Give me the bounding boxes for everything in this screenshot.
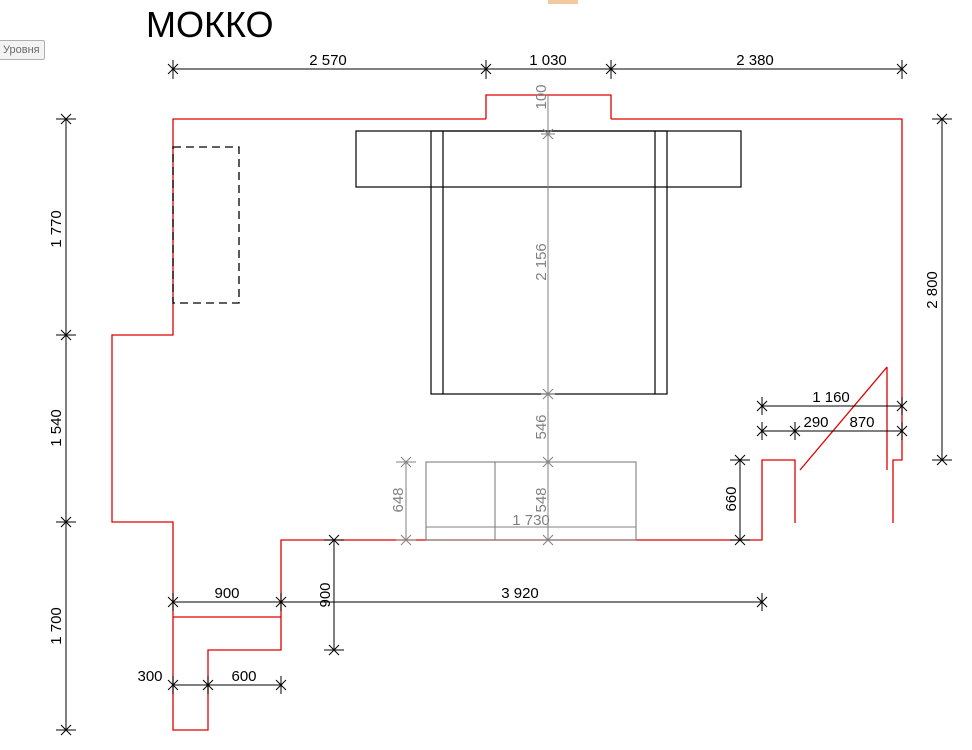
label-cabinet-height: 648 [390, 487, 407, 512]
label-tail-a: 300 [137, 668, 162, 685]
label-window-part-a: 290 [803, 414, 828, 431]
secondary-dimensions [396, 95, 637, 546]
label-window-width: 1 160 [812, 389, 850, 406]
main-wall-outline [111, 118, 796, 731]
dimensions [56, 60, 952, 736]
plan-title: МОККО [146, 4, 274, 45]
room-walls [111, 94, 903, 731]
top-right-wall [611, 118, 903, 523]
label-cabinet-depth: 548 [533, 487, 550, 512]
label-bottom-vertical: 900 [317, 582, 334, 607]
label-bottom-left: 900 [214, 585, 239, 602]
levels-button[interactable]: Уровня [0, 40, 45, 60]
label-window-part-b: 870 [849, 414, 874, 431]
label-bed-length: 2 156 [533, 243, 550, 281]
label-right-total: 2 800 [924, 271, 941, 309]
label-niche-depth: 100 [533, 84, 550, 109]
label-left-3: 1 700 [48, 607, 65, 645]
dimension-labels: 2 570 1 030 2 380 1 770 1 540 1 700 2 80… [48, 52, 941, 685]
label-bed-to-cabinet: 546 [533, 414, 550, 439]
label-left-2: 1 540 [48, 409, 65, 447]
label-cabinet-width: 1 730 [512, 512, 550, 529]
label-tail-b: 600 [231, 668, 256, 685]
label-top-3: 2 380 [736, 52, 774, 69]
label-top-1: 2 570 [309, 52, 347, 69]
wardrobe-outline [172, 146, 240, 304]
label-top-2: 1 030 [529, 52, 567, 69]
top-edge-marker [548, 0, 578, 4]
window-diagonal [799, 366, 888, 471]
label-step-height: 660 [723, 486, 740, 511]
label-left-1: 1 770 [48, 210, 65, 248]
cabinet-body [425, 461, 637, 541]
label-bottom-right: 3 920 [501, 585, 539, 602]
